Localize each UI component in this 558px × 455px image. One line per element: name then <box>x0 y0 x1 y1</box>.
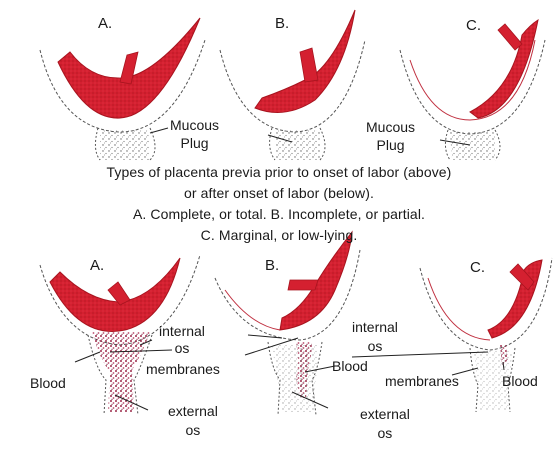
internal-os-label-c: internal os <box>352 318 398 356</box>
uterine-inner-line <box>428 278 490 340</box>
internal-os-label-b: internal os <box>159 323 205 357</box>
umbilical-cord <box>288 280 318 290</box>
external-os-label-c: external os <box>360 405 410 443</box>
mucous-plug <box>450 132 495 160</box>
mucous-plug-label-b: Mucous Plug <box>170 116 219 152</box>
blood-label-c: Blood <box>502 373 538 389</box>
bottom-label-c: C. <box>470 260 485 276</box>
mucous-plug <box>274 130 320 160</box>
top-panel-b <box>220 10 365 160</box>
caption-line-2: or after onset of labor (below). <box>0 184 558 203</box>
top-label-b: B. <box>275 16 289 32</box>
umbilical-cord <box>498 24 522 50</box>
caption-line-4: C. Marginal, or low-lying. <box>0 226 558 245</box>
mucous-plug <box>100 130 150 160</box>
external-os-label-b: external os <box>168 402 218 440</box>
cervix-speckle <box>272 345 318 412</box>
leader-blood-a <box>75 352 100 362</box>
top-label-c: C. <box>466 18 481 34</box>
bottom-panel-b <box>215 232 360 415</box>
caption-line-1: Types of placenta previa prior to onset … <box>0 163 558 182</box>
blood-label-a: Blood <box>30 375 66 391</box>
top-label-a: A. <box>98 16 112 32</box>
bottom-label-a: A. <box>90 258 104 274</box>
uterine-inner-line <box>225 290 280 330</box>
blood-label-b: Blood <box>332 358 368 374</box>
leader-internal-os-b <box>248 335 282 338</box>
bottom-label-b: B. <box>265 258 279 274</box>
caption-line-3: A. Complete, or total. B. Incomplete, or… <box>0 205 558 224</box>
membranes-label-b: membranes <box>146 361 220 377</box>
leader-mucous-plug-a <box>150 128 168 133</box>
membranes-label-c: membranes <box>385 373 459 389</box>
umbilical-cord <box>300 48 318 82</box>
top-panel-c <box>400 20 545 160</box>
mucous-plug-label-c: Mucous Plug <box>366 118 415 154</box>
